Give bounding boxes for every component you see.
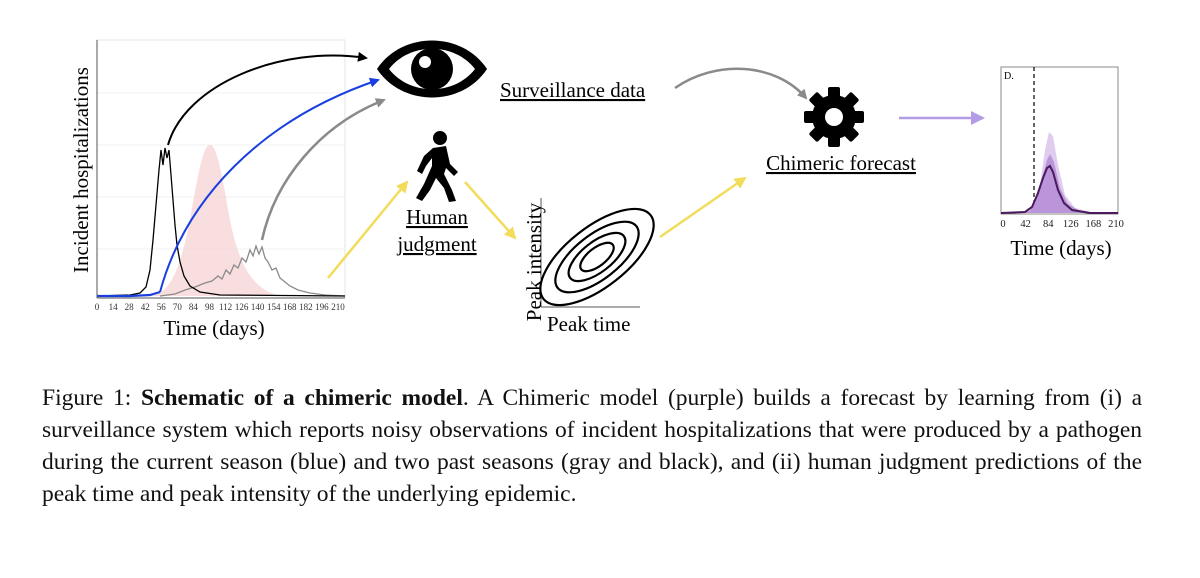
- human-judgment-line2: judgment: [396, 232, 476, 256]
- left-x-tick-label: 70: [173, 302, 183, 312]
- forecast-outer-band: [1001, 132, 1118, 213]
- right-x-tick-label: 210: [1108, 219, 1124, 230]
- yellow-arrow-to-contours: [464, 181, 517, 240]
- left-x-tick-label: 154: [267, 302, 281, 312]
- figure-caption: Figure 1: Schematic of a chimeric model.…: [42, 382, 1142, 510]
- left-x-tick-label: 84: [189, 302, 199, 312]
- gear-icon: [804, 87, 864, 147]
- left-y-axis-label: Incident hospitalizations: [69, 67, 93, 273]
- right-x-tick-label: 42: [1020, 219, 1031, 230]
- black-season-line: [96, 147, 346, 297]
- left-x-tick-label: 98: [205, 302, 215, 312]
- left-x-tick-label: 56: [157, 302, 167, 312]
- left-x-tick-label: 140: [251, 302, 265, 312]
- chimeric-forecast-label: Chimeric forecast: [766, 151, 916, 175]
- right-x-tick-label: 84: [1043, 219, 1054, 230]
- contour-ring-2: [567, 231, 627, 283]
- peak-intensity-label: Peak intensity: [522, 202, 546, 321]
- caption-bold-title: Schematic of a chimeric model: [140, 385, 463, 411]
- contour-ring-3: [554, 220, 640, 294]
- caption-body: . A Chimeric model (purple) builds a for…: [42, 385, 1143, 507]
- peak-time-label: Peak time: [547, 312, 630, 336]
- right-x-tick-label: 126: [1063, 219, 1079, 230]
- right-x-tick-label: 0: [1000, 219, 1005, 230]
- right-x-ticks: 0 42 84 126 168 210: [1000, 219, 1124, 230]
- right-x-tick-label: 168: [1086, 219, 1102, 230]
- left-x-tick-label: 196: [315, 302, 329, 312]
- surveillance-data-label: Surveillance data: [500, 78, 646, 102]
- left-x-tick-label: 126: [235, 302, 249, 312]
- left-x-tick-label: 182: [299, 302, 313, 312]
- left-x-tick-label: 14: [109, 302, 119, 312]
- right-x-axis-label: Time (days): [1010, 236, 1111, 260]
- gray-arrow-to-eye: [260, 98, 386, 241]
- forecast-median-line: [1000, 164, 1118, 214]
- forecast-inner-band: [1010, 154, 1100, 213]
- gray-arrow-to-gear: [674, 67, 808, 100]
- left-x-tick-label: 168: [283, 302, 297, 312]
- yellow-arrow-to-human: [327, 180, 409, 279]
- right-forecast-plot: D. 0 42 84 126 168 210 Time (days): [1000, 66, 1124, 260]
- walking-person-icon: [416, 131, 458, 202]
- panel-label: D.: [1004, 71, 1014, 82]
- peak-contour-plot: Peak intensity Peak time: [522, 198, 655, 336]
- contour-ring-inner: [579, 241, 615, 273]
- blue-current-season-line: [97, 290, 161, 298]
- left-x-tick-label: 28: [125, 302, 135, 312]
- contour-ring-outer: [539, 207, 655, 307]
- yellow-arrow-to-chimeric: [659, 176, 747, 239]
- human-judgment-line1: Human: [406, 205, 468, 229]
- left-x-tick-label: 42: [141, 302, 150, 312]
- pink-uncertainty-band: [150, 145, 280, 296]
- left-x-tick-label: 112: [219, 302, 232, 312]
- blue-arrow-to-eye: [159, 77, 380, 293]
- caption-prefix: Figure 1:: [42, 385, 141, 411]
- black-arrow-to-eye: [167, 51, 368, 146]
- left-x-tick-label: 0: [95, 302, 100, 312]
- gray-season-line: [159, 243, 346, 297]
- left-x-axis-label: Time (days): [163, 316, 264, 340]
- left-x-tick-label: 210: [331, 302, 345, 312]
- eye-icon: [377, 40, 487, 98]
